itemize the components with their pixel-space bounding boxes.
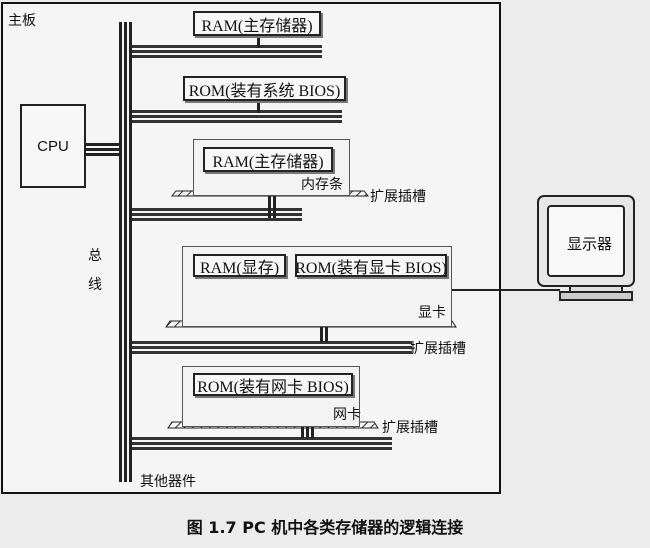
video-ram-chip-label: RAM(显存) (199, 259, 280, 277)
network-bios-rom-chip: ROM(装有网卡 BIOS) (193, 373, 353, 396)
monitor-icon (537, 195, 635, 301)
network-card-label: 网卡 (333, 407, 361, 423)
video-ram-chip: RAM(显存) (193, 254, 286, 277)
ram-module-chip-label: RAM(主存储器) (212, 153, 324, 171)
ram-main-chip-label: RAM(主存储器) (201, 17, 313, 35)
expansion-slot-label-3: 扩展插槽 (382, 420, 438, 436)
bus-branch-rom (132, 101, 342, 123)
network-bios-rom-label: ROM(装有网卡 BIOS) (197, 378, 349, 396)
graphics-card-label: 显卡 (418, 305, 446, 321)
monitor-label: 显示器 (567, 235, 613, 253)
bus-label-2: 线 (88, 277, 102, 293)
memory-stick-label: 内存条 (301, 177, 343, 193)
ram-module-chip: RAM(主存储器) (203, 147, 333, 172)
rom-system-bios-label: ROM(装有系统 BIOS) (188, 82, 341, 100)
motherboard-label: 主板 (8, 13, 36, 29)
cpu-box: CPU (20, 104, 86, 188)
main-bus (119, 22, 132, 482)
rom-system-bios-chip: ROM(装有系统 BIOS) (183, 76, 346, 101)
figure-caption: 图 1.7 PC 机中各类存储器的逻辑连接 (186, 518, 464, 537)
video-bios-rom-chip: ROM(装有显卡 BIOS) (295, 254, 447, 277)
bus-label-1: 总 (88, 248, 102, 264)
cpu-label: CPU (37, 137, 69, 155)
expansion-slot-label-2: 扩展插槽 (410, 341, 466, 357)
video-bios-rom-label: ROM(装有显卡 BIOS) (295, 259, 447, 277)
cpu-bus-link (86, 143, 120, 156)
bus-branch-ram (132, 36, 322, 58)
ram-main-chip: RAM(主存储器) (193, 11, 321, 36)
other-devices-label: 其他器件 (140, 474, 196, 490)
expansion-slot-label-1: 扩展插槽 (370, 189, 426, 205)
